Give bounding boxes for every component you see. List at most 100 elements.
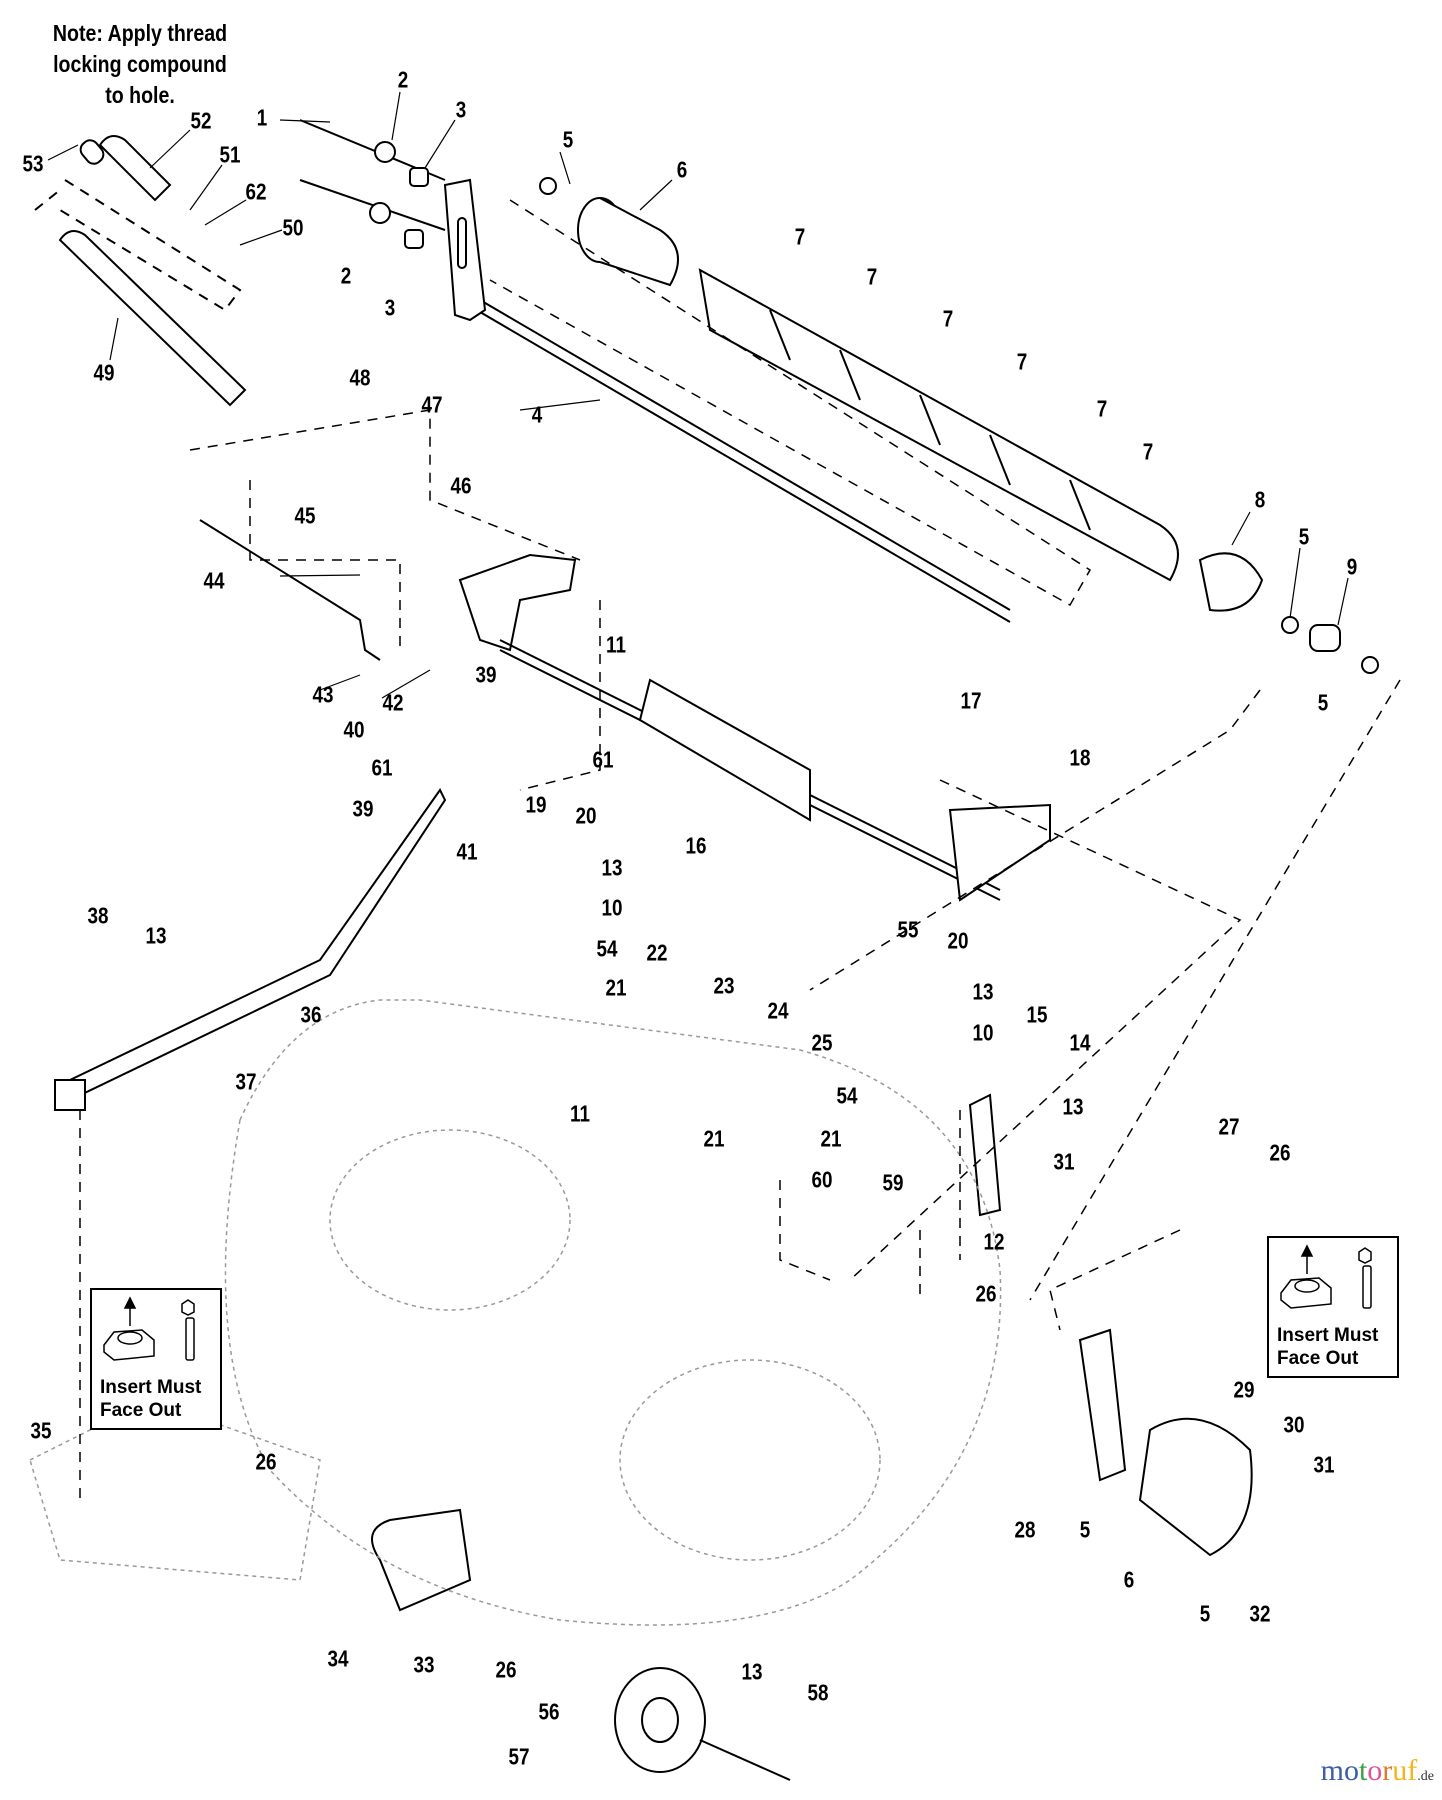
part-callout-48: 48 [349,364,371,391]
bolt-set-top [299,119,446,249]
part-callout-39a: 39 [475,661,497,688]
part-callout-45: 45 [294,502,316,529]
part-callout-35: 35 [30,1417,52,1444]
lift-rod [54,788,447,1111]
part-callout-2a: 2 [397,66,409,93]
part-callout-21c: 21 [703,1125,725,1152]
roller-assembly [539,177,1379,674]
part-callout-57: 57 [508,1743,530,1770]
insert-note-right-line-2: Face Out [1277,1348,1359,1369]
part-callout-41: 41 [456,838,478,865]
part-callout-29: 29 [1233,1376,1255,1403]
part-callout-28: 28 [1014,1516,1036,1543]
part-callout-3b: 3 [384,294,396,321]
part-callout-14: 14 [1069,1029,1091,1056]
part-callout-25: 25 [811,1029,833,1056]
part-callout-26b: 26 [975,1280,997,1307]
insert-note-right-line-1: Insert Must [1277,1325,1379,1346]
part-callout-60: 60 [811,1166,833,1193]
part-callout-32: 32 [1249,1600,1271,1627]
part-callout-7d: 7 [1016,348,1028,375]
watermark-letter: m [1320,1754,1344,1787]
part-callout-58: 58 [807,1679,829,1706]
part-callout-5e: 5 [1199,1600,1211,1627]
part-callout-16: 16 [685,832,707,859]
part-callout-7c: 7 [942,305,954,332]
insert-note-left-line-2: Face Out [100,1400,182,1421]
note-line-3: to hole. [105,82,175,108]
part-callout-24: 24 [767,997,789,1024]
watermark-tld: .de [1417,1769,1434,1784]
part-callout-55: 55 [897,916,919,943]
roller-bracket [443,178,487,322]
note-line-1: Note: Apply thread [52,20,228,46]
part-callout-1: 1 [256,104,268,131]
mower-deck-outline [29,999,1002,1626]
part-callout-8: 8 [1254,486,1266,513]
thread-locking-note: Note: Apply thread locking compound to h… [47,18,234,111]
part-callout-26a: 26 [1269,1139,1291,1166]
part-callout-52: 52 [190,107,212,134]
watermark-letter: t [1358,1754,1368,1787]
part-callout-27: 27 [1218,1113,1240,1140]
part-callout-33: 33 [413,1651,435,1678]
part-callout-61b: 61 [371,754,393,781]
note-line-2: locking compound [53,51,227,77]
part-callout-50: 50 [282,214,304,241]
part-callout-13e: 13 [741,1658,763,1685]
callout-leaders [47,91,1349,699]
part-callout-18: 18 [1069,744,1091,771]
part-callout-22: 22 [646,939,668,966]
part-callout-20b: 20 [947,927,969,954]
part-callout-20a: 20 [575,802,597,829]
assembly-guides [79,199,1401,1500]
part-callout-26d: 26 [495,1656,517,1683]
part-callout-39b: 39 [352,795,374,822]
part-callout-31b: 31 [1313,1451,1335,1478]
insert-note-left-line-1: Insert Must [100,1377,202,1398]
adjust-bracket [458,553,1051,902]
part-callout-13d: 13 [1062,1093,1084,1120]
part-callout-5a: 5 [562,126,574,153]
part-callout-56: 56 [538,1698,560,1725]
part-callout-54a: 54 [596,935,618,962]
part-callout-21b: 21 [820,1125,842,1152]
part-callout-36: 36 [300,1001,322,1028]
locknut-icon [103,1296,195,1361]
part-callout-10a: 10 [601,894,623,921]
part-callout-53: 53 [22,150,44,177]
watermark-letter: o [1367,1754,1383,1787]
part-callout-13c: 13 [972,978,994,1005]
handle [58,135,247,407]
roller-shaft [479,299,1011,623]
part-callout-30: 30 [1283,1411,1305,1438]
watermark-letter: r [1382,1754,1393,1787]
part-callout-31a: 31 [1053,1148,1075,1175]
part-callout-62: 62 [245,178,267,205]
part-callout-5d: 5 [1079,1516,1091,1543]
part-callout-42: 42 [382,689,404,716]
part-callout-4: 4 [531,401,543,428]
part-callout-51: 51 [219,141,241,168]
part-callout-6b: 6 [1123,1566,1135,1593]
part-callout-13b: 13 [145,922,167,949]
part-callout-11b: 11 [570,1100,590,1127]
part-callout-15: 15 [1026,1001,1048,1028]
part-callout-54b: 54 [836,1082,858,1109]
part-callout-7f: 7 [1142,438,1154,465]
watermark-letter: u [1392,1754,1408,1787]
insert-note-box-left: Insert Must Face Out [90,1288,222,1430]
part-callout-61a: 61 [592,746,614,773]
part-callout-5c: 5 [1317,689,1329,716]
hanger-bracket-right [968,1093,1253,1557]
part-callout-7e: 7 [1096,395,1108,422]
watermark-letter: f [1407,1754,1418,1787]
part-callout-7a: 7 [794,223,806,250]
part-callout-9: 9 [1346,553,1358,580]
part-callout-34: 34 [327,1645,349,1672]
part-callout-10b: 10 [972,1019,994,1046]
part-callout-23: 23 [713,972,735,999]
watermark-letter: o [1343,1754,1359,1787]
part-callout-6a: 6 [676,156,688,183]
